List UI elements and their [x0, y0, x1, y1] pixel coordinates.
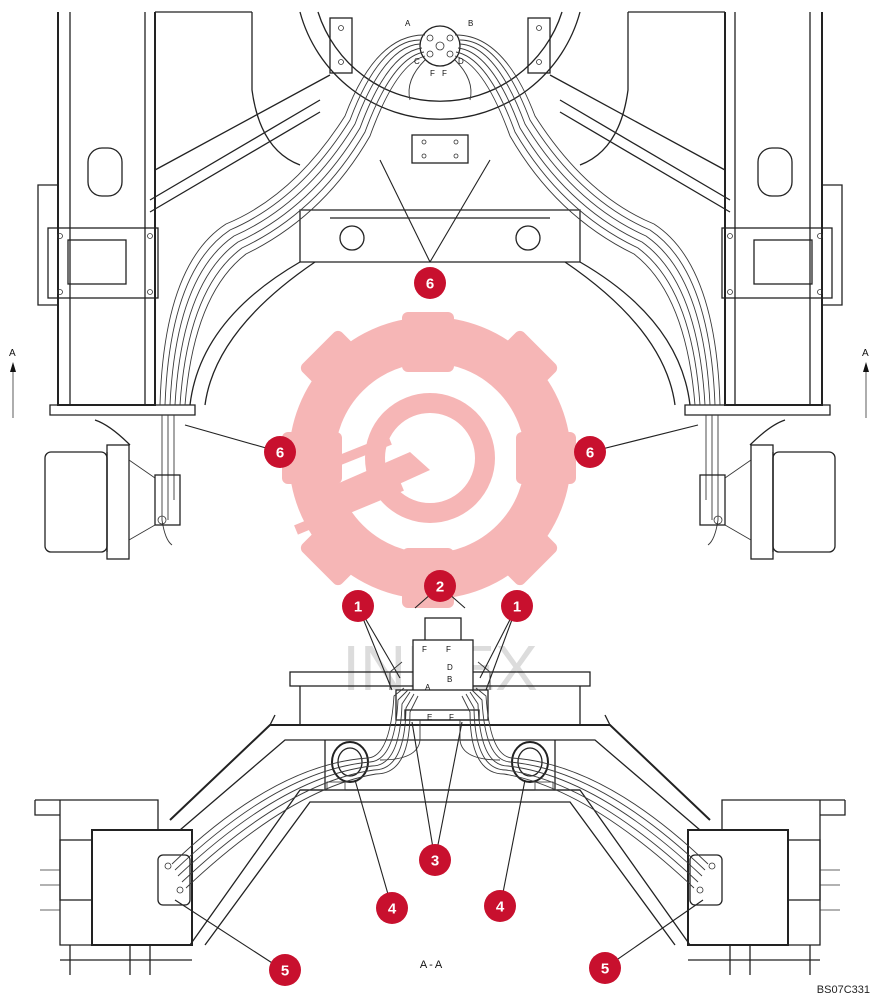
callout-4-left: 4 — [376, 892, 408, 924]
left-travel-motor — [44, 419, 181, 560]
svg-text:F: F — [422, 645, 427, 654]
svg-text:2: 2 — [436, 579, 444, 596]
port-label-d: D — [458, 57, 464, 66]
watermark-gear-logo — [282, 312, 576, 608]
svg-text:A: A — [425, 683, 431, 692]
port-label-b: B — [468, 19, 473, 28]
port-label-a: A — [405, 19, 411, 28]
svg-text:B: B — [447, 675, 452, 684]
svg-text:F: F — [449, 713, 454, 722]
callout-6-left: 6 — [264, 436, 296, 468]
svg-text:4: 4 — [388, 901, 397, 918]
svg-text:4: 4 — [496, 899, 505, 916]
svg-text:D: D — [447, 663, 453, 672]
swivel-port-labels: A B C D F F — [405, 19, 473, 78]
port-label-f1: F — [430, 69, 435, 78]
svg-text:5: 5 — [601, 961, 609, 978]
svg-text:6: 6 — [276, 445, 284, 462]
section-view-frame — [34, 617, 846, 975]
section-swivel-port-labels: A B D F F E F — [422, 645, 454, 722]
callout-2: 2 — [424, 570, 456, 602]
right-travel-motor — [699, 419, 836, 560]
port-label-f2: F — [442, 69, 447, 78]
callout-5-left: 5 — [269, 954, 301, 986]
svg-text:A: A — [862, 348, 869, 359]
svg-text:1: 1 — [354, 599, 362, 616]
port-label-c: C — [414, 57, 420, 66]
svg-text:5: 5 — [281, 963, 289, 980]
callout-1-right: 1 — [501, 590, 533, 622]
section-view-label: A-A — [420, 959, 444, 971]
svg-text:A: A — [9, 348, 16, 359]
callout-5-right: 5 — [589, 952, 621, 984]
section-marker-right: A — [862, 348, 869, 418]
svg-text:E: E — [427, 713, 432, 722]
svg-text:F: F — [446, 645, 451, 654]
callout-6-right: 6 — [574, 436, 606, 468]
svg-text:6: 6 — [426, 276, 434, 293]
svg-text:3: 3 — [431, 853, 439, 870]
section-marker-left: A — [9, 348, 16, 418]
callout-6-top: 6 — [414, 267, 446, 299]
callout-4-right: 4 — [484, 890, 516, 922]
callout-3: 3 — [419, 844, 451, 876]
svg-text:6: 6 — [586, 445, 594, 462]
drawing-id-label: BS07C331 — [816, 984, 870, 996]
callout-1-left: 1 — [342, 590, 374, 622]
svg-text:1: 1 — [513, 599, 521, 616]
top-view-frame — [37, 11, 843, 546]
